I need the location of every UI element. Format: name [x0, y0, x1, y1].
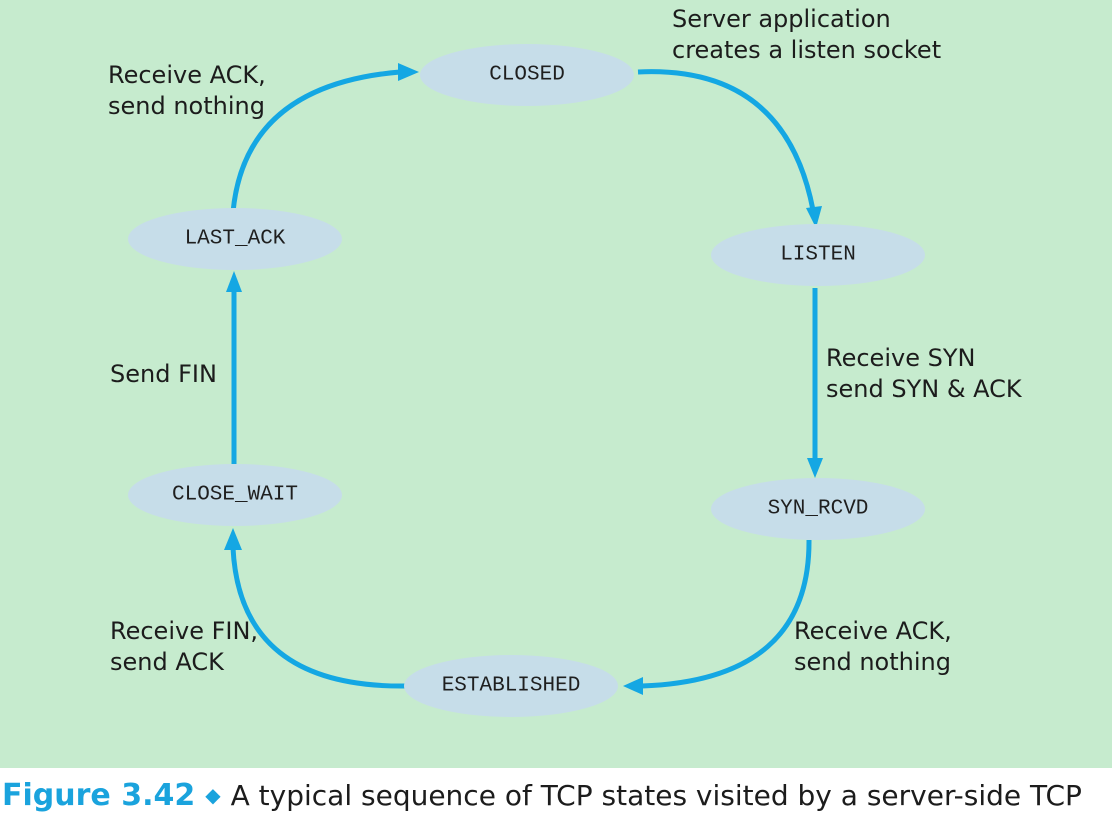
- state-listen-label: LISTEN: [780, 244, 856, 267]
- figure-caption: Figure 3.42 ◆ A typical sequence of TCP …: [2, 770, 1110, 820]
- state-close-wait: CLOSE_WAIT: [128, 464, 342, 526]
- state-syn-rcvd: SYN_RCVD: [711, 478, 925, 540]
- label-listen-to-syn-rcvd: Receive SYN send SYN & ACK: [826, 344, 1022, 403]
- label-established-to-close-wait: Receive FIN, send ACK: [110, 617, 259, 676]
- state-syn-rcvd-label: SYN_RCVD: [768, 498, 869, 521]
- label-last-ack-to-closed: Receive ACK, send nothing: [108, 61, 266, 120]
- state-close-wait-label: CLOSE_WAIT: [172, 484, 298, 507]
- arrowhead-listen-to-syn-rcvd: [807, 458, 823, 478]
- edge-syn-rcvd-to-established: [641, 539, 812, 689]
- edge-closed-to-listen: [637, 69, 816, 211]
- arrowhead-close-wait-to-last-ack: [226, 271, 242, 292]
- figure-caption-text: A typical sequence of TCP states visited…: [230, 778, 1082, 812]
- diamond-icon: ◆: [205, 783, 221, 807]
- edge-last-ack-to-closed: [230, 69, 401, 213]
- figure-number: Figure 3.42: [2, 777, 196, 813]
- arrowhead-established-to-close-wait: [224, 528, 242, 550]
- label-closed-to-listen: Server application creates a listen sock…: [672, 5, 942, 64]
- state-closed: CLOSED: [420, 44, 634, 106]
- edge-established-to-close-wait: [230, 547, 407, 689]
- arrowhead-last-ack-to-closed: [398, 63, 419, 81]
- arrowhead-closed-to-listen: [806, 206, 822, 228]
- tcp-state-diagram: CLOSED LISTEN SYN_RCVD ESTABLISHED CLOSE…: [128, 44, 925, 717]
- state-established-label: ESTABLISHED: [442, 675, 581, 698]
- label-syn-rcvd-to-established: Receive ACK, send nothing: [794, 617, 952, 676]
- label-close-wait-to-last-ack: Send FIN: [110, 360, 217, 388]
- state-established: ESTABLISHED: [404, 655, 618, 717]
- diagram-panel: CLOSED LISTEN SYN_RCVD ESTABLISHED CLOSE…: [0, 0, 1112, 768]
- state-listen: LISTEN: [711, 224, 925, 286]
- state-closed-label: CLOSED: [489, 64, 565, 87]
- state-last-ack-label: LAST_ACK: [185, 228, 286, 251]
- arrowhead-syn-rcvd-to-established: [623, 677, 643, 695]
- state-last-ack: LAST_ACK: [128, 208, 342, 270]
